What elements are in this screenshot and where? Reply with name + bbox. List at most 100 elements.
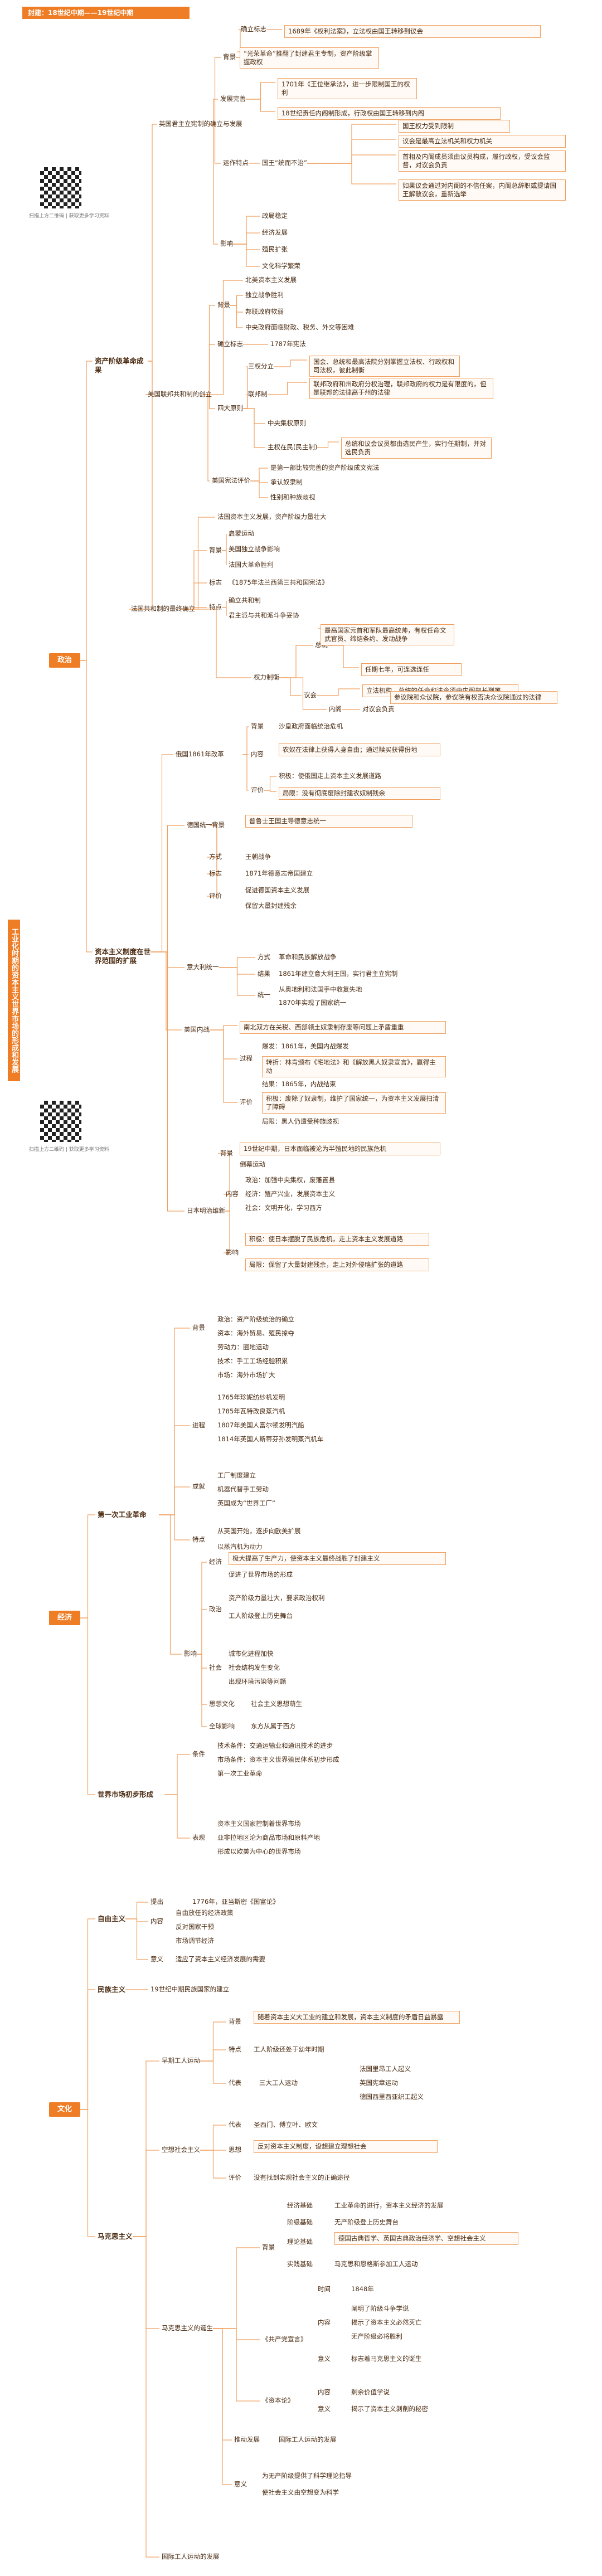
node-economy-ir1-inf-p: 政治 (209, 1605, 222, 1613)
node-politics-us-bg2: 邦联政府软弱 (245, 308, 284, 315)
node-politics-de-ev: 评价 (209, 892, 222, 900)
node-politics-fr-mark-v: 《1875年法兰西第三共和国宪法》 (229, 579, 328, 586)
node-culture-mx-man-t: 时间 (318, 2285, 331, 2293)
node-politics-uk-dev1: 1701年《王位继承法》，进一步限制国王的权利 (278, 78, 417, 99)
connector-line (209, 124, 218, 245)
connector-line (233, 232, 260, 245)
node-politics-uk-inf2: 经济发展 (262, 229, 288, 236)
connector-line (246, 82, 275, 100)
qr-code-icon (40, 1101, 81, 1142)
connector-line (80, 361, 93, 661)
node-culture-mx-cap-ct1: 剩余价值学说 (351, 2388, 390, 2396)
node-economy-mk-main: 世界市场初步形成 (98, 1790, 154, 1799)
node-culture-mx-man-t1: 1848年 (351, 2285, 374, 2293)
connector-line (210, 1029, 237, 1103)
node-culture-soc-early-rep: 代表 (229, 2079, 241, 2087)
node-politics-de-ev1: 促进德国资本主义发展 (245, 886, 309, 894)
connector-line (129, 361, 153, 610)
node-culture-mx-dev1: 国际工人运动的发展 (279, 2436, 337, 2443)
connector-line (164, 1754, 190, 1795)
node-politics-ru-ev2: 局限：没有彻底废除封建农奴制残余 (279, 787, 440, 800)
node-economy-ir1-bg: 背景 (192, 1324, 205, 1331)
node-economy-mk-show2: 亚非拉地区沦为商品市场和原料产地 (217, 1834, 320, 1841)
connector-line (307, 154, 396, 164)
connector-line (243, 366, 248, 409)
node-economy-mk-cond1: 技术条件：交通运输业和通讯技术的进步 (217, 1742, 333, 1749)
node-economy-ir1-inf-t: 思想文化 (209, 1700, 235, 1708)
node-politics-ru-bg-v: 沙皇政府面临统治危机 (279, 722, 343, 730)
connector-line (200, 2060, 226, 2084)
node-politics-us-ev1: 是第一部比较完善的资产阶级成文宪法 (270, 464, 380, 472)
node-politics-us-civ-p3: 结果：1865年，内战结束 (262, 1080, 336, 1088)
node-economy-ir1-inf-e: 经济 (209, 1558, 222, 1566)
connector-line (159, 1514, 190, 1540)
connector-line (80, 1989, 95, 2110)
node-economy-ir1-pro2: 1785年瓦特改良蒸汽机 (217, 1407, 285, 1415)
node-politics-fr-mark: 标志 (209, 579, 222, 586)
node-politics-uk-dev: 发展完善 (220, 95, 246, 103)
node-culture-soc-uto-rep: 代表 (229, 2121, 241, 2128)
connector-line (133, 2150, 159, 2237)
node-culture-soc-uto-ev1: 没有找到实现社会主义的正确途径 (254, 2174, 350, 2181)
node-culture-soc-early-rep1: 三大工人运动 (259, 2079, 298, 2087)
node-politics-uk-op4: 如果议会通过对内阁的不信任案，内阁总辞职或提请国王解散议会，重新选举 (399, 179, 566, 201)
node-economy-ir1-bg5: 市场：海外市场扩大 (217, 1371, 275, 1379)
node-politics-us-bg3: 中央政府面临财政、税务、外交等困难 (245, 323, 355, 331)
node-politics-us-main: 资产阶级革命成果 (95, 357, 144, 374)
node-politics-cap-main: 资本主义制度在世界范围的扩展 (95, 947, 151, 965)
node-culture-soc-early-bg: 背景 (229, 2018, 241, 2025)
connector-line (264, 790, 276, 792)
node-politics-us-pr1-v: 国会、总统和最高法院分别掌握立法权、行政权和司法权，彼此制衡 (309, 356, 460, 377)
connector-line (307, 163, 396, 184)
node-economy-ir1-ch1: 从英国开始，逐步向欧美扩展 (217, 1527, 301, 1535)
connector-line (279, 645, 313, 678)
connector-line (80, 1617, 95, 1795)
node-culture-mx-bg2a: 无产阶级登上历史舞台 (334, 2218, 399, 2226)
connector-line (328, 645, 359, 668)
connector-line (80, 660, 93, 952)
node-politics-ru-main: 俄国1861年改革 (176, 750, 224, 758)
node-politics-us-civ-p2: 转折：林肯颁布《宅地法》和《解放黑人奴隶宣言》，赢得主动 (262, 1056, 446, 1077)
connector-line (203, 280, 243, 395)
node-culture-nat-main: 民族主义 (98, 1985, 126, 1994)
connector-line (222, 550, 227, 565)
node-economy-ir1-bg1: 政治：资产阶级统治的确立 (217, 1315, 294, 1323)
node-economy-ir1-inf-p2: 工人阶级登上历史舞台 (229, 1612, 293, 1620)
node-politics-de-ev2: 保留大量封建残余 (245, 902, 297, 910)
node-culture-soc-main: 马克思主义 (98, 2232, 133, 2240)
node-politics-us-civ-e2: 局限：黑人仍遭受种族歧视 (262, 1117, 339, 1125)
connector-line (213, 2328, 260, 2402)
node-politics-jp-ct: 内容 (226, 1190, 239, 1198)
node-politics-de-main: 德国统一 (187, 821, 212, 829)
node-politics-us-ev3: 性别和种族歧视 (270, 493, 315, 501)
node-politics-jp-ct3: 社会：文明开化，学习西方 (245, 1204, 322, 1212)
node-politics-us-ev2: 承认奴隶制 (270, 478, 303, 486)
node-politics-jp-inf: 影响 (226, 1248, 239, 1256)
connector-line (218, 1153, 230, 1212)
connector-line (242, 726, 249, 755)
node-politics-jp-bg1: 19世纪中期，日本面临被沦为半殖民地的民族危机 (240, 1143, 440, 1155)
connector-line (264, 776, 276, 791)
connector-line (125, 1918, 148, 1960)
node-culture-mx-man-sig1: 标志着马克思主义的诞生 (351, 2355, 422, 2363)
node-politics-uk-dev2: 18世纪责任内阁制形成，行政权由国王转移到内阁 (278, 107, 501, 120)
node-politics-jp-bg: 背景 (220, 1149, 233, 1157)
header-banner: 封建：18世纪中期——19世纪中期 (22, 7, 190, 19)
node-economy-ir1-bg3: 劳动力：圈地运动 (217, 1343, 269, 1351)
node-politics-uk-inf: 影响 (220, 240, 233, 247)
connector-line (219, 957, 255, 968)
node-culture-fr-ct1: 自由放任的经济政策 (176, 1909, 234, 1917)
node-politics-de-bg-v: 普鲁士王国主导德意志统一 (245, 815, 412, 828)
connector-line (209, 124, 221, 164)
node-politics-uk-bg2: “光荣革命”推翻了封建君主专制，资产阶级掌握政权 (240, 47, 379, 69)
node-politics-uk-op3: 首相及内阁成员须由议员构成，履行政权，受议会监督，对议会负责 (399, 150, 566, 172)
node-politics-us-bg0: 北美资本主义发展 (245, 276, 297, 284)
node-culture-mx-man-ct1: 阐明了阶级斗争学说 (351, 2305, 409, 2312)
node-culture-mx-bg3a: 德国古典哲学、英国古典政治经济学、空想社会主义 (334, 2232, 518, 2245)
connector-line (210, 1025, 237, 1031)
node-economy-ir1-inf-e1: 极大提高了生产力，使资本主义最终战胜了封建主义 (229, 1552, 446, 1565)
node-politics-uk-op: 运作特点 (223, 159, 249, 167)
connector-line (148, 124, 157, 362)
connector-line (242, 754, 249, 791)
node-culture-soc-early-ch1: 工人阶级还处于幼年时期 (254, 2045, 324, 2053)
